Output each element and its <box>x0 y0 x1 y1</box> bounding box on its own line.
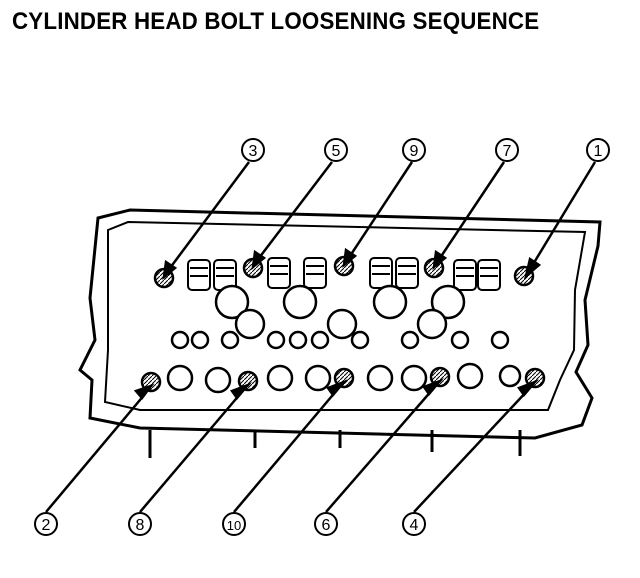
leader-5 <box>251 161 333 270</box>
callout-circle-4 <box>402 512 426 536</box>
leader-10 <box>233 379 349 513</box>
callout-label-8: 8 <box>136 517 145 534</box>
journal-bosses <box>170 284 510 350</box>
page-title: CYLINDER HEAD BOLT LOOSENING SEQUENCE <box>12 8 540 35</box>
callout-label-9: 9 <box>410 143 419 160</box>
leader-3 <box>162 161 251 280</box>
callout-label-2: 2 <box>42 517 51 534</box>
callout-label-7: 7 <box>503 143 512 160</box>
leader-2 <box>45 383 155 513</box>
leader-1 <box>523 161 597 280</box>
callout-circle-2 <box>34 512 58 536</box>
studs <box>148 430 522 458</box>
callout-label-4: 4 <box>410 517 419 534</box>
leader-9 <box>342 161 414 268</box>
callout-circle-6 <box>314 512 338 536</box>
callout-circle-3 <box>241 138 265 162</box>
callout-circle-10 <box>222 512 246 536</box>
valve-springs <box>187 257 501 291</box>
callout-circle-7 <box>495 138 519 162</box>
callout-label-5: 5 <box>332 143 341 160</box>
leader-4 <box>413 379 540 513</box>
callout-label-10: 10 <box>227 518 241 533</box>
callout-circle-8 <box>128 512 152 536</box>
callout-circle-1 <box>586 138 610 162</box>
cylinder-head-body <box>78 208 602 440</box>
lower-seats <box>166 362 522 394</box>
callout-label-6: 6 <box>322 517 331 534</box>
callout-circle-9 <box>402 138 426 162</box>
leader-8 <box>139 382 253 513</box>
leader-7 <box>432 161 506 270</box>
callout-circle-5 <box>324 138 348 162</box>
callout-label-1: 1 <box>594 143 603 160</box>
leader-6 <box>325 378 445 513</box>
callout-label-3: 3 <box>249 143 258 160</box>
